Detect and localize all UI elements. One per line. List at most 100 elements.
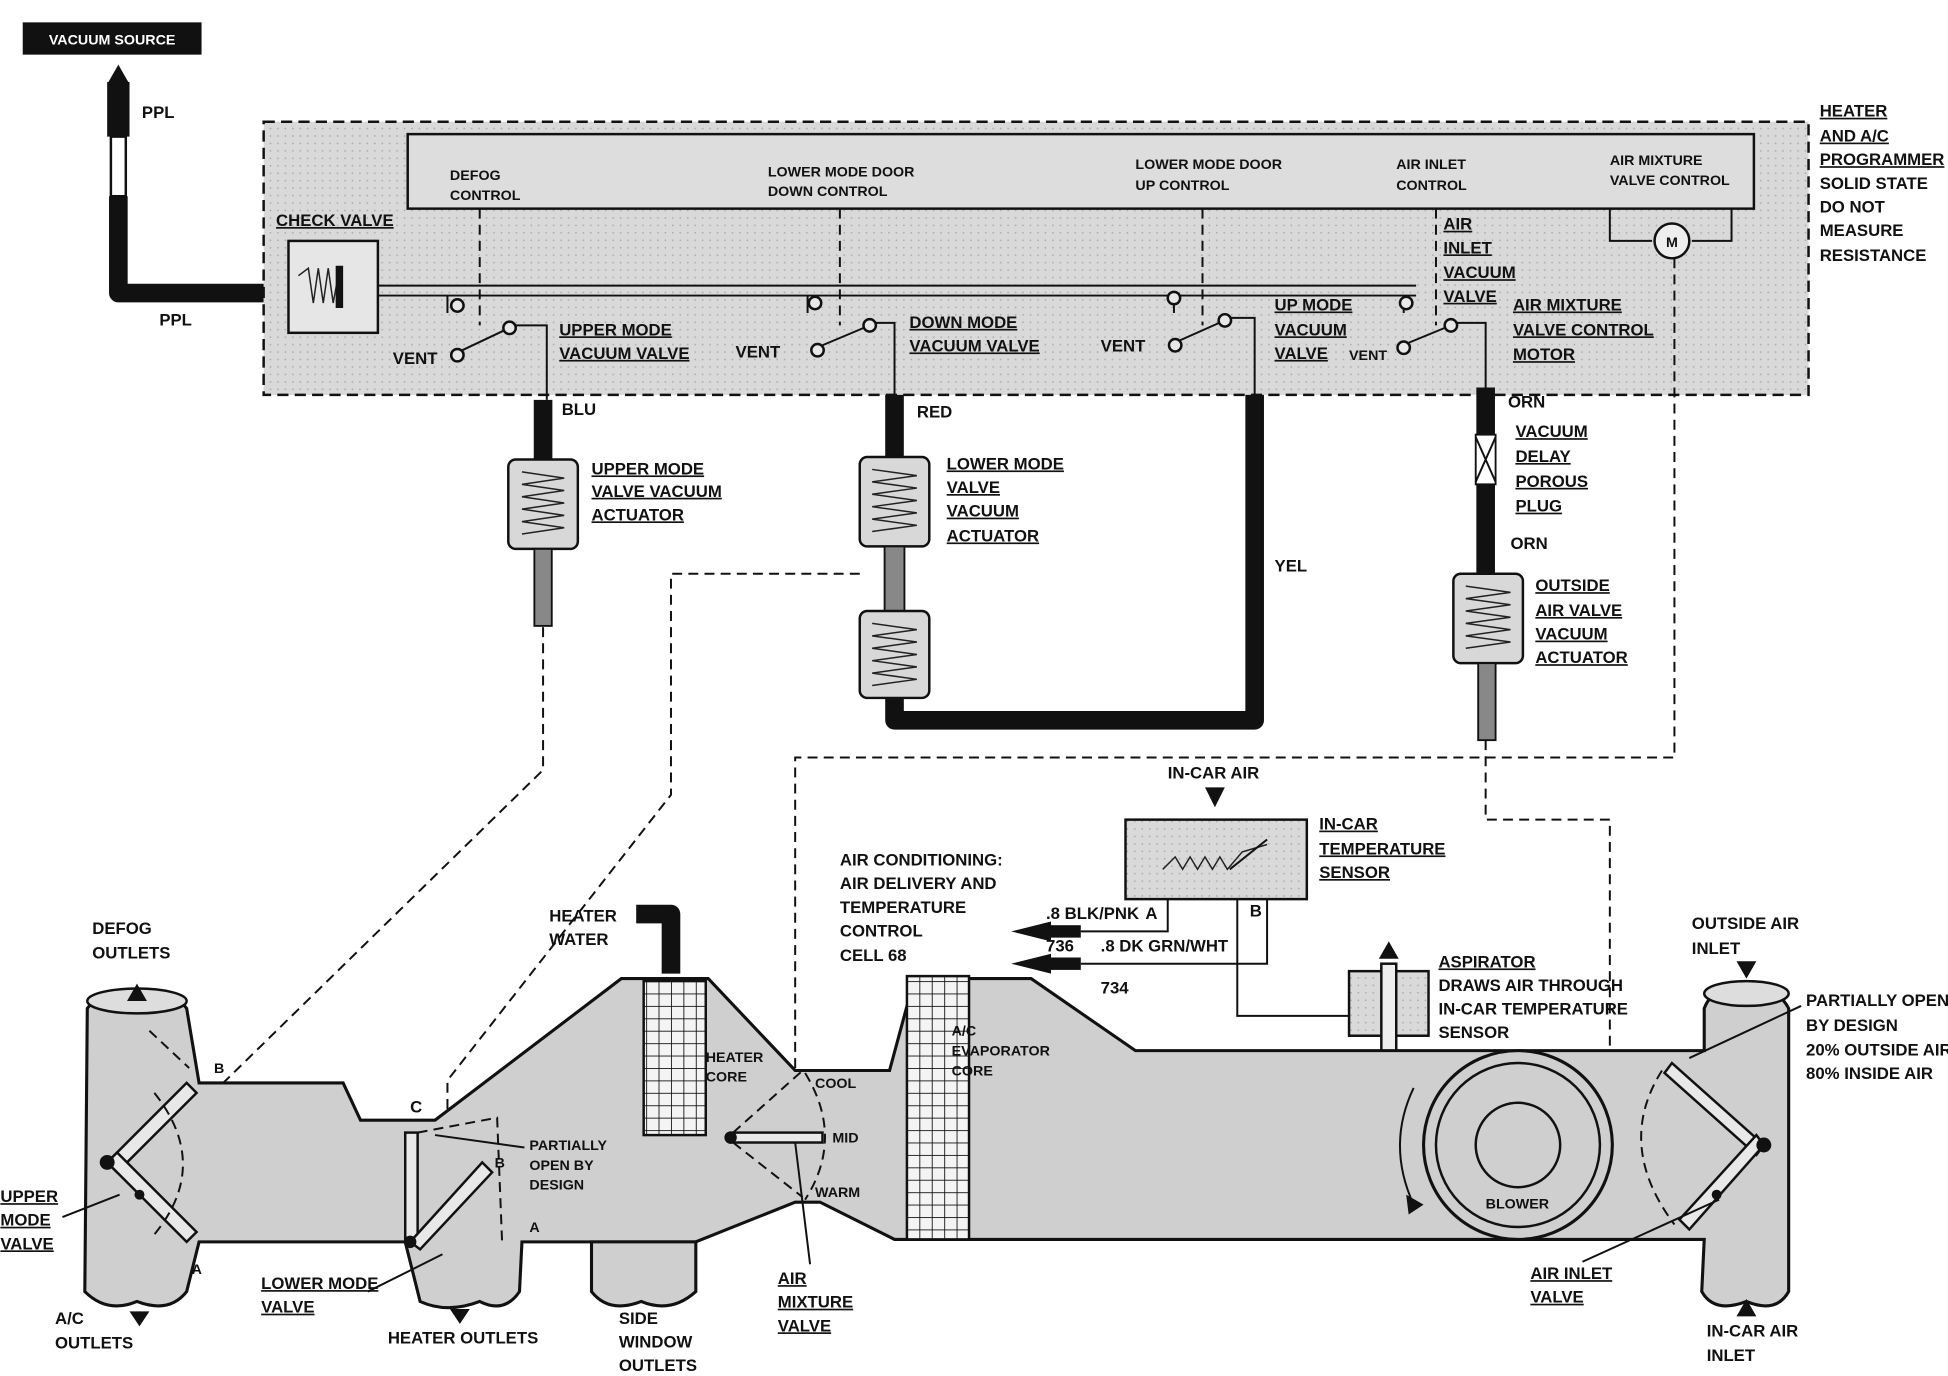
delay-plug-line2: DELAY (1515, 447, 1570, 466)
upper-mode-valve (99, 1030, 199, 1244)
programmer-title-line1: HEATER (1820, 102, 1888, 121)
arrow-up-icon (1378, 941, 1399, 959)
aspirator-line3: IN-CAR TEMPERATURE (1438, 1000, 1628, 1019)
arrow-down-icon (1204, 787, 1225, 808)
aspirator-title: ASPIRATOR (1438, 952, 1535, 971)
position-mid: MID (832, 1131, 858, 1147)
defog-outlets-line1: DEFOG (92, 919, 152, 938)
partially-open-line3: DESIGN (529, 1178, 584, 1194)
hose-yel (885, 394, 1264, 730)
upper-mode-valve-symbol (449, 298, 548, 400)
lower-mode-valve-line1: LOWER MODE (261, 1274, 378, 1293)
lower-actuator-line1: LOWER MODE (947, 454, 1064, 473)
vacuum-hose-ppl (107, 64, 289, 303)
wire-blk-pnk (1080, 899, 1169, 933)
letter-a-lower: A (529, 1220, 539, 1236)
hose-color-ppl-bottom: PPL (159, 310, 192, 329)
vent-label-4: VENT (1349, 348, 1387, 364)
outside-actuator-line4: ACTUATOR (1535, 648, 1627, 667)
up-valve-line2: VACUUM (1275, 320, 1347, 339)
control-lower-up: LOWER MODE DOOR UP CONTROL (1135, 157, 1282, 194)
heater-core (642, 979, 707, 1137)
control-lower-down: LOWER MODE DOOR DOWN CONTROL (768, 164, 915, 200)
heater-core-line2: CORE (706, 1070, 747, 1086)
terminal-a: A (1145, 904, 1157, 923)
arrow-up-icon (127, 983, 147, 1001)
delay-plug-line1: VACUUM (1515, 422, 1587, 441)
aspirator-line4: SENSOR (1438, 1023, 1509, 1042)
upper-actuator-line1: UPPER MODE (592, 459, 705, 478)
cell-note-line3: TEMPERATURE (840, 898, 966, 917)
control-lower-up-line2: UP CONTROL (1135, 178, 1229, 194)
partially-open-right-line3: 20% OUTSIDE AIR (1806, 1041, 1948, 1060)
up-mode-valve-symbol (1166, 290, 1256, 395)
arrow-down-icon (449, 1308, 470, 1324)
programmer-note-line2: DO NOT (1820, 197, 1886, 216)
heater-water-pipe (636, 904, 681, 974)
letter-c-lower: C (410, 1098, 422, 1117)
circuit-736: 736 (1046, 936, 1074, 955)
programmer-note-line4: RESISTANCE (1820, 246, 1927, 265)
sensor-air-tube (1236, 899, 1350, 1017)
evaporator-line1: A/C (952, 1024, 977, 1040)
control-defog: DEFOG CONTROL (450, 168, 521, 204)
vent-label-3: VENT (1101, 336, 1146, 355)
evaporator-line3: CORE (952, 1063, 993, 1079)
sensor-line1: IN-CAR (1319, 815, 1378, 834)
arrow-down-icon (129, 1311, 150, 1327)
programmer-title-line3: PROGRAMMER (1820, 150, 1945, 169)
evaporator-line2: EVAPORATOR (952, 1044, 1051, 1060)
side-window-line2: WINDOW (619, 1332, 693, 1351)
heater-water-line2: WATER (549, 930, 608, 949)
air-mixture-valve-line1: AIR (778, 1269, 807, 1288)
ac-outlets-line1: A/C (55, 1309, 84, 1328)
partially-open-right-line4: 80% INSIDE AIR (1806, 1064, 1933, 1083)
vent-label-1: VENT (393, 349, 438, 368)
upper-actuator-line3: ACTUATOR (592, 505, 684, 524)
up-valve-line1: UP MODE (1275, 295, 1353, 314)
lower-actuator-line2: VALVE (947, 478, 1000, 497)
lower-mode-valve-line2: VALVE (261, 1298, 314, 1317)
control-lower-up-line1: LOWER MODE DOOR (1135, 157, 1282, 173)
outside-air-inlet-line2: INLET (1692, 939, 1741, 958)
hose-color-yel: YEL (1275, 556, 1308, 575)
air-mixture-motor: M (1608, 208, 1733, 260)
in-car-air-label: IN-CAR AIR (1168, 764, 1260, 783)
inlet-valve-line2: INLET (1443, 238, 1492, 257)
partially-open-right-line2: BY DESIGN (1806, 1016, 1898, 1035)
aspirator-line2: DRAWS AIR THROUGH (1438, 976, 1623, 995)
manifold-drops (446, 295, 1405, 313)
inlet-valve-line3: VACUUM (1443, 263, 1515, 282)
evaporator-core (905, 974, 971, 1241)
blower (1398, 1049, 1614, 1241)
hose-color-red: RED (917, 402, 952, 421)
inlet-valve-line4: VALVE (1443, 287, 1496, 306)
upper-mode-valve-line2: MODE (0, 1211, 50, 1230)
lower-actuator-line4: ACTUATOR (947, 526, 1039, 545)
control-lower-down-line2: DOWN CONTROL (768, 184, 888, 200)
upper-mode-valve-line3: VALVE (0, 1234, 53, 1253)
heater-outlets-label: HEATER OUTLETS (388, 1329, 538, 1348)
rotation-arrow-icon (1406, 1194, 1424, 1215)
upper-actuator-line2: VALVE VACUUM (592, 482, 722, 501)
terminal-b: B (1250, 902, 1262, 921)
position-cool: COOL (815, 1076, 856, 1092)
blower-label: BLOWER (1486, 1196, 1550, 1212)
lower-mode-actuator (858, 455, 931, 700)
vacuum-source-label: VACUUM SOURCE (49, 33, 176, 49)
partially-open-right-line1: PARTIALLY OPEN (1806, 991, 1948, 1010)
air-inlet-valve-line1: AIR INLET (1530, 1264, 1613, 1283)
arrow-down-icon (1736, 961, 1757, 979)
partially-open-line1: PARTIALLY (529, 1138, 607, 1154)
outside-air-linkage (1484, 740, 1611, 1054)
control-air-inlet: AIR INLET CONTROL (1396, 157, 1467, 194)
outside-actuator-line1: OUTSIDE (1535, 576, 1609, 595)
in-car-air-inlet-line2: INLET (1707, 1346, 1756, 1365)
delay-plug-line3: POROUS (1515, 472, 1588, 491)
programmer-title: HEATER AND A/C PROGRAMMER SOLID STATE DO… (1820, 102, 1945, 265)
hose-color-blu: BLU (562, 400, 596, 419)
letter-b-lower: B (495, 1155, 505, 1171)
upper-mode-actuator (507, 458, 580, 627)
motor-linkage (794, 258, 1676, 1081)
